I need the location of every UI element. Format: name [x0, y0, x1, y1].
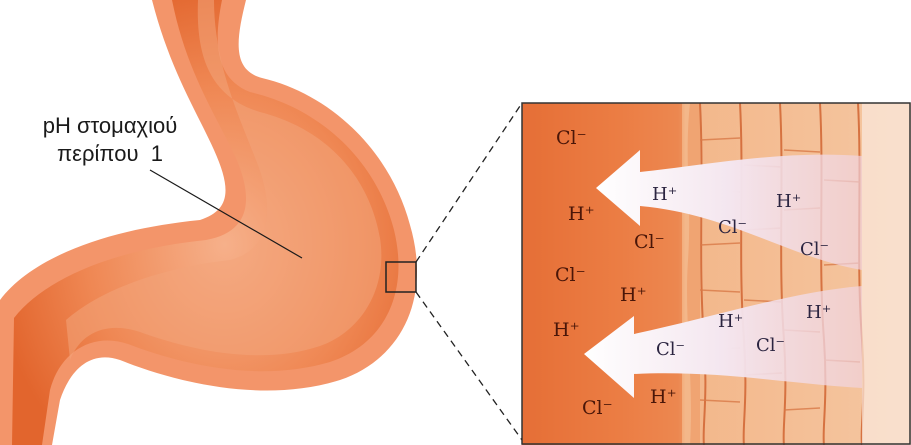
ion-label: Cl⁻ [555, 264, 586, 286]
ion-label: H⁺ [776, 191, 801, 212]
ion-label: H⁺ [553, 319, 580, 341]
ion-label: Cl⁻ [718, 217, 747, 238]
ion-label: Cl⁻ [634, 231, 665, 253]
ion-label: H⁺ [652, 184, 677, 205]
ion-label: H⁺ [620, 284, 647, 306]
ion-label: H⁺ [650, 386, 677, 408]
caption-line-2: περίπου 1 [10, 140, 210, 168]
ion-label: H⁺ [718, 311, 743, 332]
ion-label: H⁺ [806, 302, 831, 323]
stomach-ph-caption: pH στομαχιού περίπου 1 [10, 112, 210, 168]
caption-line-1: pH στομαχιού [10, 112, 210, 140]
ion-label: H⁺ [568, 203, 595, 225]
zoom-line-bottom [416, 292, 522, 440]
ion-label: Cl⁻ [800, 239, 829, 260]
ion-label: Cl⁻ [582, 397, 613, 419]
ion-label: Cl⁻ [556, 127, 587, 149]
zoom-line-top [416, 103, 522, 262]
ion-label: Cl⁻ [756, 335, 785, 356]
ion-label: Cl⁻ [656, 339, 685, 360]
